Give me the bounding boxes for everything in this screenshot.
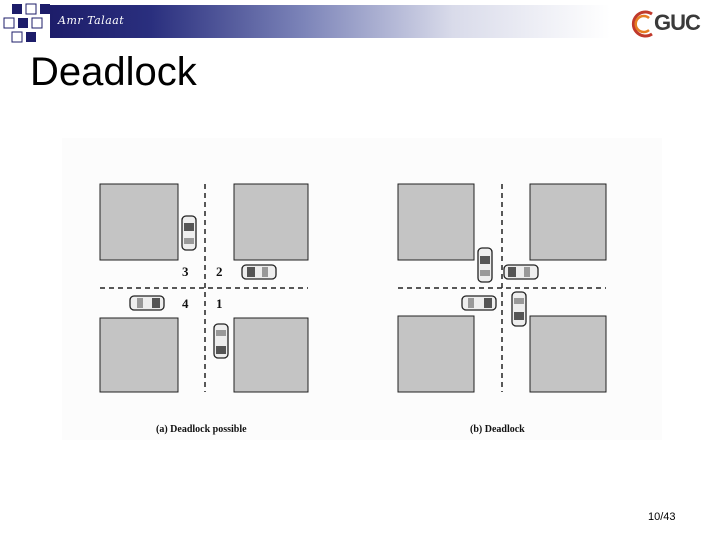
deadlock-figure: 3 2 4 1 (a) Deadlock possible bbox=[62, 138, 662, 440]
car-bottom-icon bbox=[213, 323, 229, 359]
block-a-tl bbox=[99, 183, 179, 261]
car-right-icon bbox=[241, 264, 277, 280]
block-b-tr bbox=[529, 183, 607, 261]
block-a-br bbox=[233, 317, 309, 393]
quadrant-label-2: 2 bbox=[216, 264, 223, 279]
guc-logo-icon bbox=[631, 10, 653, 38]
quadrant-label-1: 1 bbox=[216, 296, 223, 311]
logo-text: GUC bbox=[654, 10, 701, 35]
caption-a: (a) Deadlock possible bbox=[156, 424, 247, 435]
page-number: 10/43 bbox=[648, 511, 676, 523]
car-b-top-icon bbox=[477, 247, 493, 283]
author-name: Amr Talaat bbox=[58, 14, 125, 27]
panel-b: (b) Deadlock bbox=[397, 183, 607, 435]
panel-a: 3 2 4 1 (a) Deadlock possible bbox=[99, 183, 309, 435]
block-b-br bbox=[529, 315, 607, 393]
car-left-icon bbox=[129, 295, 165, 311]
car-top-icon bbox=[181, 215, 197, 251]
quadrant-label-4: 4 bbox=[182, 296, 189, 311]
block-b-tl bbox=[397, 183, 475, 261]
block-b-bl bbox=[397, 315, 475, 393]
checker-decoration-icon bbox=[3, 3, 50, 43]
car-b-left-icon bbox=[461, 295, 497, 311]
slide-title: Deadlock bbox=[30, 50, 197, 94]
quadrant-label-3: 3 bbox=[182, 264, 189, 279]
caption-b: (b) Deadlock bbox=[470, 424, 525, 435]
header-gradient-bar bbox=[50, 5, 610, 38]
block-a-tr bbox=[233, 183, 309, 261]
car-b-bottom-icon bbox=[511, 291, 527, 327]
slide-header: Amr Talaat GUC bbox=[0, 0, 720, 48]
block-a-bl bbox=[99, 317, 179, 393]
car-b-right-icon bbox=[503, 264, 539, 280]
